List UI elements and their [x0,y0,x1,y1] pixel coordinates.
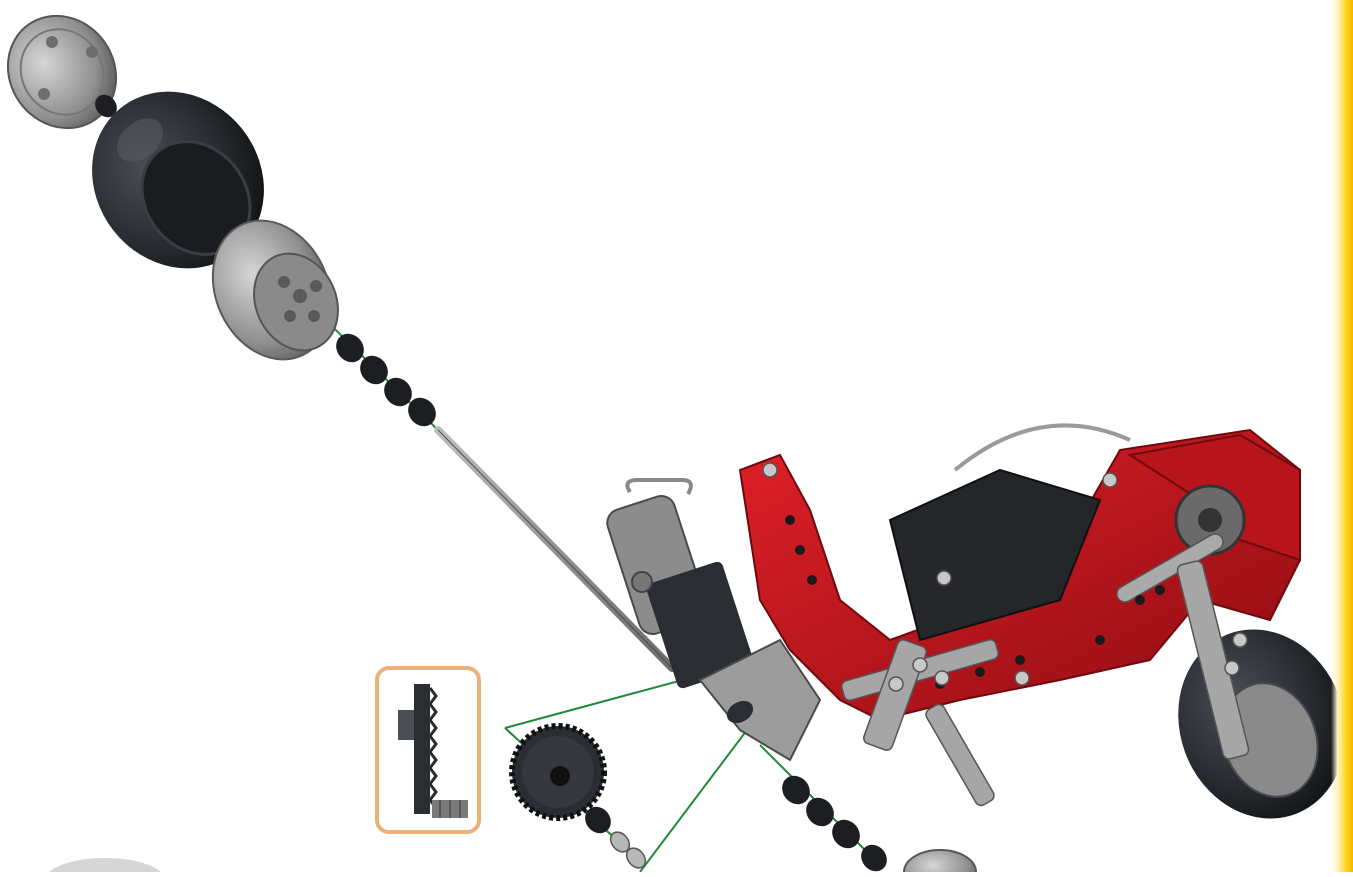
washer-icon [607,828,649,871]
hubcap-icon [904,850,976,872]
gear-detail-icon [377,668,479,832]
gear-icon [512,726,604,818]
spacer-icon [776,770,892,872]
hubcap-icon [45,858,165,872]
yellow-page-edge [1331,0,1353,872]
motor-icon [604,480,755,690]
